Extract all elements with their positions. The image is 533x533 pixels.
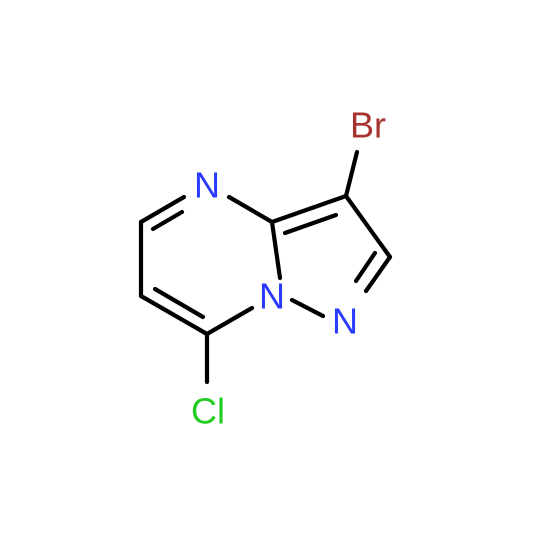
bond-n-pyrazole-n-bridge (289, 297, 326, 319)
bond-c3a-c3 (269, 193, 349, 225)
bond-n-bridge-c3a (269, 219, 283, 281)
bond-c3a-n-pyrimidine (226, 194, 275, 225)
bond-c2-n-pyrazole-inner (353, 250, 378, 284)
atom-n-pyrimidine: N (194, 165, 220, 206)
bond-c5-c7-inner (152, 286, 206, 320)
atom-br: Br (350, 105, 386, 146)
bond-n-pyrimidine-c6 (138, 194, 187, 225)
bond-c3-c2 (343, 193, 393, 260)
atom-n-pyrazole: N (332, 301, 358, 342)
bond-c7-n-bridge (204, 305, 255, 337)
bond-c2-n-pyrazole (363, 254, 393, 294)
bond-c5-c7 (138, 293, 210, 337)
bond-c3-br (343, 149, 360, 199)
bond-n-pyrimidine-c6-inner (150, 209, 185, 232)
bond-c3a-c3-inner (282, 212, 339, 236)
atom-cl: Cl (191, 391, 225, 432)
atom-n-bridge: N (259, 276, 285, 317)
